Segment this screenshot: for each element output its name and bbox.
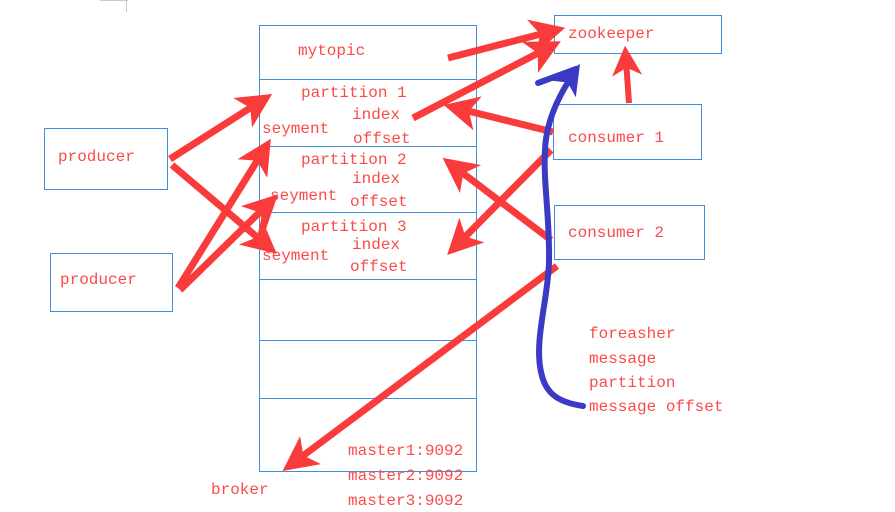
note-line-1: foreasher: [589, 325, 676, 343]
note-line-2: message: [589, 350, 657, 368]
top-guide-line: [100, 0, 128, 1]
partition-1-segment: seyment: [262, 120, 330, 138]
topic-name-label: mytopic: [298, 42, 366, 60]
note-line-3: partition: [589, 374, 676, 392]
arrow-producer2-to-partition3: [177, 194, 279, 293]
arrow-offset-curve-barb: [535, 66, 579, 86]
partition-1-name: partition 1: [301, 84, 407, 102]
partition-2-index: index: [352, 170, 401, 188]
partition-2-name: partition 2: [301, 151, 407, 169]
partition-2-segment: seyment: [270, 187, 338, 205]
consumer-1-label: consumer 1: [568, 129, 665, 147]
partition-3-name: partition 3: [301, 218, 407, 236]
producer-2-box[interactable]: [50, 253, 173, 312]
topic-divider-6: [259, 398, 477, 399]
producer-1-label: producer: [58, 148, 135, 166]
producer-1-box[interactable]: [44, 128, 168, 190]
topic-divider-4: [259, 279, 477, 280]
partition-1-index: index: [352, 106, 401, 124]
partition-3-index: index: [352, 236, 401, 254]
arrow-producer2-to-partition2: [175, 138, 271, 290]
partition-3-segment: seyment: [262, 247, 330, 265]
arrow-producer1-to-partition3: [169, 162, 277, 254]
partition-3-offset: offset: [350, 258, 408, 276]
producer-2-label: producer: [60, 271, 137, 289]
top-guide-tick: [126, 0, 127, 12]
topic-divider-5: [259, 340, 477, 341]
broker-address-3: master3:9092: [348, 492, 464, 510]
partition-2-offset: offset: [350, 193, 408, 211]
consumer-2-label: consumer 2: [568, 224, 665, 242]
topic-divider-1: [259, 79, 477, 80]
note-line-4: message offset: [589, 398, 724, 416]
partition-1-offset: offset: [353, 130, 411, 148]
broker-label: broker: [211, 481, 269, 499]
arrow-consumer1-to-zookeeper: [612, 45, 643, 104]
topic-divider-3: [259, 212, 477, 213]
broker-address-1: master1:9092: [348, 442, 464, 460]
zookeeper-label: zookeeper: [568, 25, 655, 43]
broker-address-2: master2:9092: [348, 467, 464, 485]
arrow-producer1-to-partition1: [168, 93, 273, 162]
topic-divider-2: [259, 146, 477, 147]
